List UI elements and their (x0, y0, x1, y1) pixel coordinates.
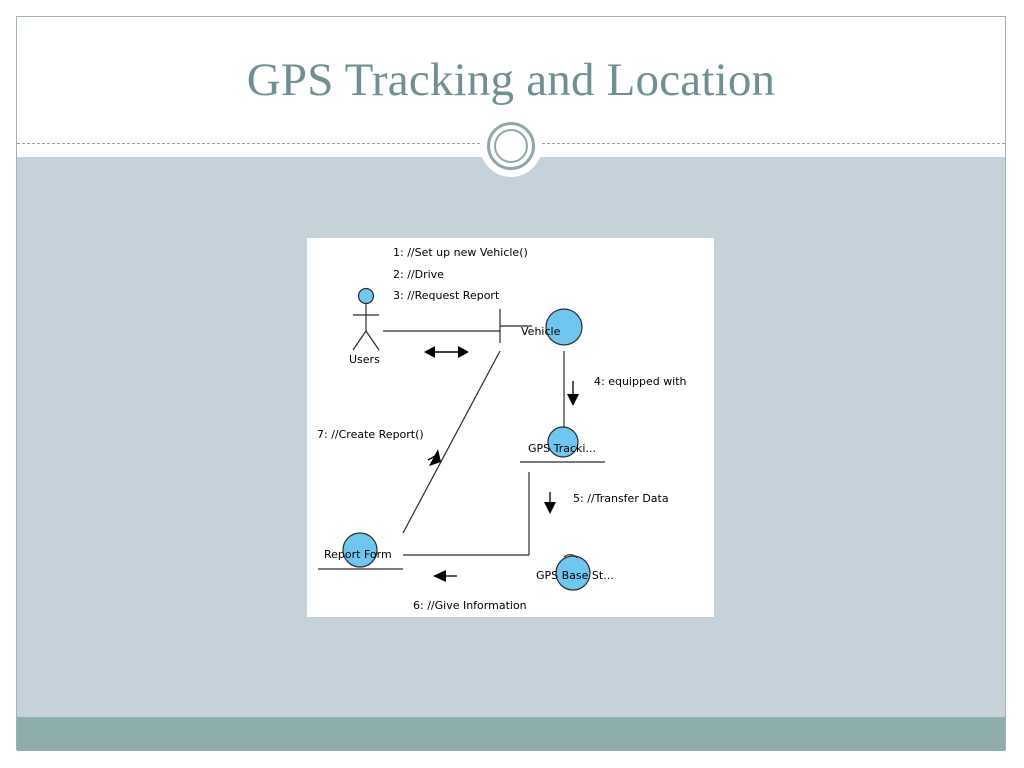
message-3: 3: //Request Report (393, 289, 500, 302)
report-form-object (342, 532, 378, 568)
arrow-down-icon (567, 381, 579, 406)
diagram-canvas: 1: //Set up new Vehicle() 2: //Drive 3: … (317, 246, 687, 612)
message-7: 7: //Create Report() (317, 428, 424, 441)
message-1: 1: //Set up new Vehicle() (393, 246, 528, 259)
collaboration-diagram: 1: //Set up new Vehicle() 2: //Drive 3: … (307, 238, 714, 617)
arrow-down-icon (544, 492, 556, 514)
gps-base-object (555, 555, 591, 591)
report-form-label: Report Form (324, 548, 392, 561)
vehicle-object (545, 308, 583, 346)
message-6: 6: //Give Information (413, 599, 527, 612)
footer-bar (17, 717, 1005, 751)
gps-tracking-label: GPS Tracki... (528, 442, 596, 455)
users-actor-icon (352, 287, 380, 351)
slide-title: GPS Tracking and Location (246, 54, 776, 106)
gps-base-label: GPS Base St... (536, 569, 614, 582)
arrow-left-icon (433, 570, 457, 582)
message-2: 2: //Drive (393, 268, 444, 281)
divider-inner-ring (494, 129, 528, 163)
users-label: Users (349, 353, 380, 366)
divider-circle-icon (487, 122, 535, 170)
gps-base-control-icon (563, 554, 578, 559)
message-5: 5: //Transfer Data (573, 492, 669, 505)
gps-tracking-object (547, 426, 579, 458)
double-arrow-icon (424, 346, 469, 358)
report-vehicle-link (402, 350, 501, 534)
arrow-up-right-icon (427, 449, 441, 466)
message-4: 4: equipped with (594, 375, 687, 388)
slide: GPS Tracking and Location (16, 16, 1006, 751)
vehicle-label: Vehicle (521, 325, 561, 338)
